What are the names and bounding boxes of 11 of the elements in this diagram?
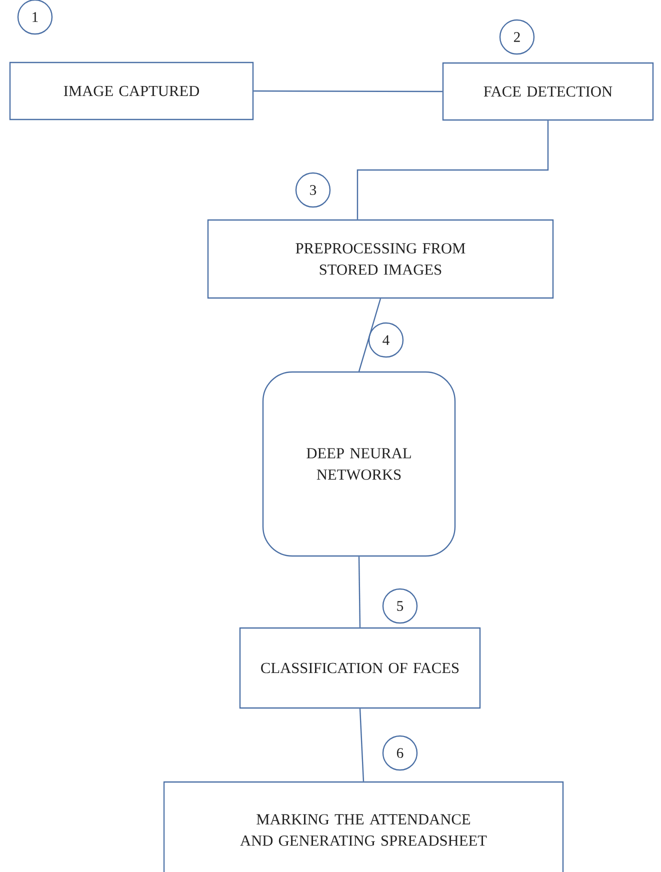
process-box: CLASSIFICATION OF FACES <box>239 627 481 709</box>
connector-line <box>358 556 361 628</box>
process-box: PREPROCESSING FROM STORED IMAGES <box>207 219 554 299</box>
connector-line <box>358 298 382 372</box>
connector-line <box>254 90 442 92</box>
process-box: IMAGE CAPTURED <box>9 62 254 120</box>
process-box: DEEP NEURAL NETWORKS <box>262 371 456 557</box>
process-box: MARKING THE ATTENDANCE AND GENERATING SPREADSHEET <box>163 781 564 872</box>
connector-line <box>356 120 549 220</box>
process-box: FACE DETECTION <box>442 62 654 121</box>
connector-line <box>359 708 364 782</box>
